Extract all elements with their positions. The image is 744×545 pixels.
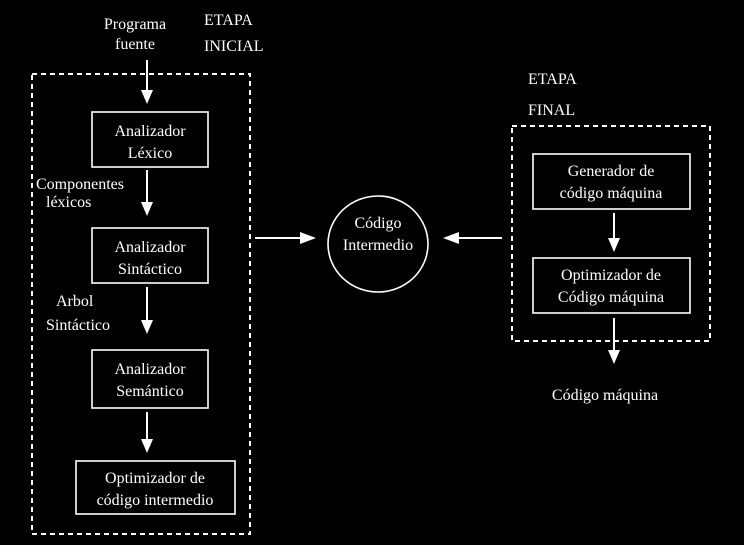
arrow-optimizer-to-output [608,318,620,364]
arrow-generator-to-optimizer [608,213,620,252]
final-stage-title-line2: FINAL [528,102,575,119]
syntactic-analyzer-box [91,227,209,284]
initial-stage-title-line2: INICIAL [204,38,264,55]
lexical-analyzer-label-line1: Analizador [114,123,186,140]
semantic-analyzer-box [91,349,209,409]
arrow-source-to-lexical [141,60,153,104]
code-generator-label-line2: código máquina [560,185,663,202]
machine-optimizer-label-line1: Optimizador de [561,267,661,284]
source-program-label-line1: Programa [104,16,166,33]
code-generator-box [532,153,691,210]
code-generator-label-line1: Generador de [568,163,655,180]
machine-optimizer-label-line2: Código máquina [558,289,664,306]
syntax-tree-label-line1: Arbol [56,293,94,310]
intermediate-optimizer-label-line2: código intermedio [97,492,214,509]
source-program-label-line2: fuente [115,36,155,53]
machine-code-output-label: Código máquina [552,387,658,404]
syntactic-analyzer-label-line2: Sintáctico [118,261,182,278]
final-stage-title-line1: ETAPA [528,71,577,88]
tokens-label-line1: Componentes [36,176,124,193]
syntax-tree-label-line2: Sintáctico [46,317,110,334]
arrow-syntactic-to-semantic [141,287,153,334]
intermediate-code-label-line2: Intermedio [343,237,413,254]
syntactic-analyzer-label-line1: Analizador [114,239,186,256]
intermediate-code-label-line1: Código [354,215,401,232]
intermediate-code-circle [327,195,429,293]
machine-optimizer-box [532,257,691,314]
arrow-lexical-to-syntactic [141,170,153,216]
tokens-label-line2: léxicos [46,194,91,211]
lexical-analyzer-box [91,111,209,168]
final-stage-frame [511,125,711,342]
semantic-analyzer-label-line1: Analizador [114,361,186,378]
arrow-back-end-to-intermediate [443,232,502,244]
lexical-analyzer-label-line2: Léxico [128,145,172,162]
intermediate-optimizer-box [75,460,236,515]
intermediate-optimizer-label-line1: Optimizador de [105,470,205,487]
arrow-semantic-to-optimizer [141,412,153,453]
semantic-analyzer-label-line2: Semántico [116,383,184,400]
initial-stage-title-line1: ETAPA [204,12,253,29]
initial-stage-frame [31,73,251,535]
arrow-front-end-to-intermediate [255,232,316,244]
